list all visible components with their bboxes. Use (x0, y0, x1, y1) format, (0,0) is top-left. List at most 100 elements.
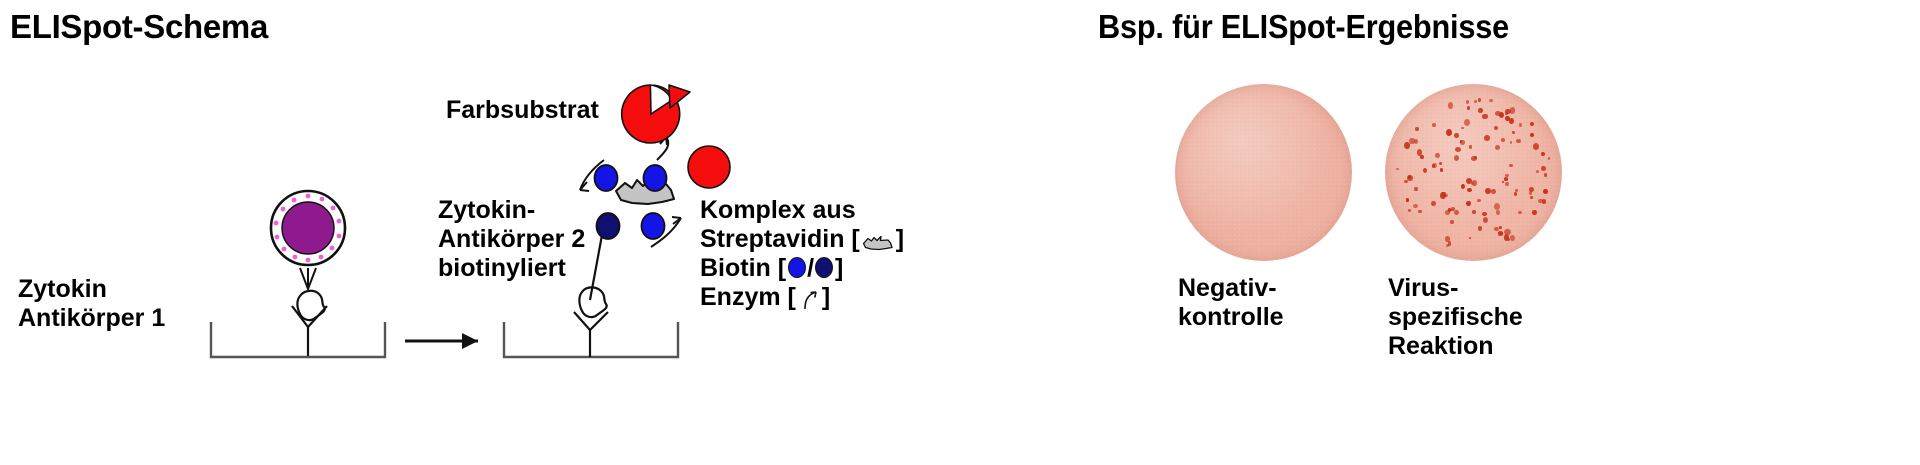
elispot-spot (1477, 199, 1481, 203)
label-antibody2-biotinylated: Zytokin- Antikörper 2 biotinyliert (438, 196, 585, 283)
elispot-spot (1499, 226, 1503, 229)
elispot-spot (1432, 123, 1437, 127)
legend-biotin-row: Biotin [ /] (700, 254, 904, 283)
label-antibody2-line1: Zytokin- (438, 196, 536, 224)
elispot-spot (1431, 200, 1437, 207)
elispot-spot (1483, 135, 1490, 141)
elispot-spot (1440, 192, 1447, 200)
elispot-spot (1543, 188, 1549, 194)
legend-streptavidin-bracket-close: ] (895, 225, 905, 253)
caption-negative-control: Negativ- kontrolle (1178, 274, 1284, 332)
legend-biotin-bracket-close: ] (835, 254, 844, 282)
caption-negative-line2: kontrolle (1178, 303, 1284, 331)
elispot-spot (1449, 208, 1452, 212)
elispot-spot (1406, 199, 1410, 202)
elispot-spot (1414, 187, 1418, 192)
elispot-spot (1412, 203, 1418, 208)
elispot-spot (1504, 112, 1508, 116)
elispot-spot (1529, 133, 1534, 138)
elispot-spot (1446, 129, 1453, 137)
well-virus-specific (1385, 84, 1562, 261)
elispot-spot (1489, 99, 1493, 102)
elispot-spot (1504, 228, 1511, 235)
elispot-spot (1493, 202, 1501, 211)
elispot-spot (1505, 115, 1510, 122)
label-colour-substrate: Farbsubstrat (446, 96, 599, 124)
elispot-spot (1513, 191, 1518, 197)
elispot-spot (1445, 236, 1451, 242)
label-antibody2-line2: Antikörper 2 (438, 225, 586, 253)
elispot-spot (1470, 155, 1477, 161)
elispot-spot (1505, 173, 1509, 177)
legend-enzyme-row: Enzym [ ] (700, 283, 904, 312)
elispot-spot (1447, 241, 1451, 246)
legend-biotin-text: Biotin [ (700, 254, 787, 282)
elispot-spot (1444, 210, 1450, 215)
elispot-spot (1482, 216, 1488, 223)
elispot-spot (1473, 100, 1477, 104)
elispot-spot (1547, 156, 1550, 160)
enzyme-hook-icon-bottom-right (650, 216, 682, 248)
legend-enzyme-bracket-close: ] (821, 283, 831, 311)
elispot-spot (1420, 155, 1424, 159)
elispot-schema-drawing (209, 84, 731, 359)
elispot-spot (1453, 133, 1459, 139)
caption-virus-line3: Reaktion (1388, 332, 1494, 360)
elispot-spot (1504, 234, 1510, 241)
colour-substrate-cleaved-icon (620, 84, 681, 144)
elispot-spot (1403, 179, 1408, 184)
page-title-right: Bsp. für ELISpot-Ergebnisse (1098, 8, 1510, 45)
elispot-spot (1447, 101, 1454, 110)
biotin-bright-icon (788, 257, 807, 279)
streptavidin-icon (862, 230, 894, 251)
well-negative-control (1175, 84, 1352, 261)
capture-antibody-icon-2 (573, 311, 609, 357)
elispot-spot (1501, 180, 1504, 183)
elispot-spot (1477, 98, 1481, 102)
legend-enzyme-text: Enzym [ (700, 283, 796, 311)
elispot-spot (1438, 161, 1443, 165)
legend-biotin-separator: / (807, 254, 815, 282)
elispot-spot (1491, 189, 1496, 194)
process-arrow (405, 333, 478, 349)
secreting-cell-icon (269, 189, 347, 267)
elispot-spot (1493, 126, 1498, 131)
elispot-spot (1459, 140, 1465, 145)
cytokine-blob-icon-1 (296, 289, 326, 322)
elispot-spot (1417, 209, 1422, 214)
elispot-spot (1518, 210, 1522, 214)
elispot-spot (1541, 151, 1545, 157)
biotin-dark-icon (815, 257, 834, 279)
colour-substrate-icon (687, 145, 731, 189)
elispot-spot (1505, 182, 1509, 187)
elispot-spot (1529, 186, 1535, 192)
elispot-spot (1463, 119, 1470, 126)
elispot-spot (1474, 155, 1477, 159)
detection-antibody2-icon (588, 234, 604, 301)
elispot-spot (1465, 177, 1472, 185)
label-cytokine-antibody1: Zytokin Antikörper 1 (18, 275, 165, 332)
elispot-spot (1413, 138, 1419, 145)
elispot-spot (1407, 175, 1413, 181)
legend-heading: Komplex aus (700, 196, 856, 224)
elispot-spot (1532, 142, 1539, 150)
elispot-spot (1531, 209, 1537, 216)
elispot-spot (1446, 244, 1450, 247)
elispot-spot (1482, 211, 1488, 217)
biotin-icon-top-right (642, 164, 668, 192)
elispot-spot (1468, 144, 1473, 149)
elispot-spot (1466, 187, 1473, 193)
elispot-spot (1501, 138, 1506, 142)
elispot-spot (1432, 162, 1437, 168)
elispot-spot (1451, 206, 1456, 211)
elispot-spot (1453, 155, 1460, 162)
caption-virus-specific: Virus- spezifische Reaktion (1388, 274, 1523, 361)
elispot-spot (1460, 126, 1464, 129)
elispot-spot (1509, 118, 1514, 124)
elispot-spot (1461, 183, 1466, 189)
elispot-spot (1471, 209, 1476, 215)
elispot-spot (1415, 126, 1420, 132)
cytokine-blob-icon-2 (578, 286, 608, 319)
elispot-spot (1503, 177, 1508, 182)
legend-complex-block: Komplex aus Streptavidin [ ] Biotin [/] … (700, 196, 904, 312)
